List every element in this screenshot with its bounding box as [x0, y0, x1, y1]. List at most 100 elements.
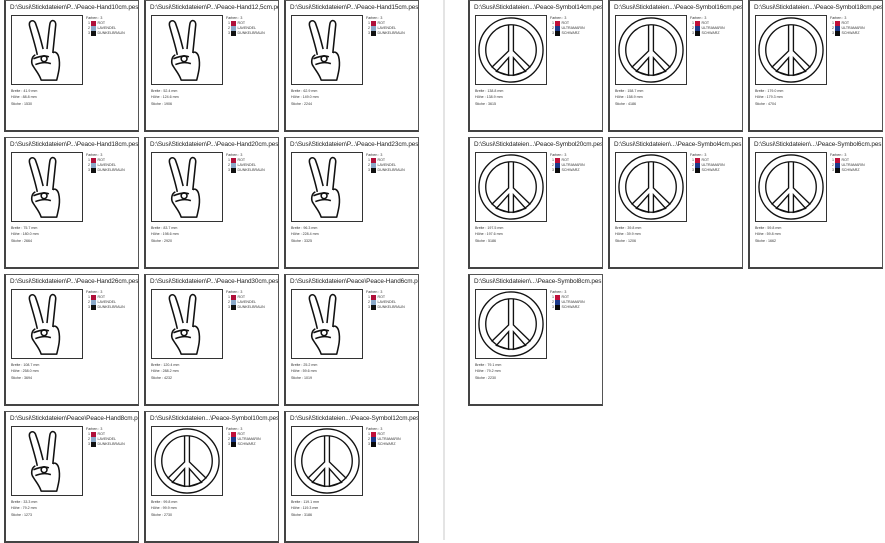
width-value: Breite : 62.9 mm: [291, 89, 318, 93]
color-swatch: [835, 168, 840, 173]
design-card[interactable]: D:\Susi\Stickdateien\P...\Peace-Hand18cm…: [4, 137, 139, 269]
color-swatch: [555, 26, 560, 31]
design-thumbnail: [11, 289, 83, 359]
color-count: Farben : 3: [366, 153, 383, 157]
design-file-path: D:\Susi\Stickdateien...\Peace-Symbol18cm…: [754, 4, 883, 11]
color-swatch: [371, 158, 376, 163]
design-file-path: D:\Susi\Stickdateien\P...\Peace-Hand12,5…: [150, 4, 279, 11]
design-card[interactable]: D:\Susi\Stickdateien...\Peace-Symbol12cm…: [284, 411, 419, 543]
design-card[interactable]: D:\Susi\Stickdateien\...\Peace-Symbol4cm…: [608, 137, 743, 269]
design-card[interactable]: D:\Susi\Stickdateien...\Peace-Symbol10cm…: [144, 411, 279, 543]
stitches-value: Stiche : 2230: [475, 375, 496, 380]
design-card[interactable]: D:\Susi\Stickdateien...\Peace-Symbol18cm…: [748, 0, 883, 132]
stitches-value: Stiche : 1662: [755, 238, 776, 243]
height-value: Höhe : 179.3 mm: [755, 95, 783, 100]
design-card[interactable]: D:\Susi\Stickdateien\P...\Peace-Hand10cm…: [4, 0, 139, 132]
design-info: Breite : 119.1 mm Höhe : 119.3 mm Stiche…: [291, 499, 319, 518]
color-swatch: [371, 26, 376, 31]
design-card[interactable]: D:\Susi\Stickdateien\Peace\Peace-Hand6cm…: [284, 274, 419, 406]
stitches-value: Stiche : 1206: [615, 238, 636, 243]
stitches-value: Stiche : 2664: [11, 238, 32, 243]
color-swatch: [91, 26, 96, 31]
stitches-value: Stiche : 3325: [291, 238, 312, 243]
design-info: Breite : 138.8 mm Höhe : 138.9 mm Stiche…: [475, 88, 503, 107]
design-file-path: D:\Susi\Stickdateien\Peace\Peace-Hand8cm…: [10, 415, 139, 422]
design-card[interactable]: D:\Susi\Stickdateien\...\Peace-Symbol6cm…: [748, 137, 883, 269]
design-info: Breite : 99.8 mm Höhe : 99.9 mm Stiche :…: [151, 499, 177, 518]
color-swatch: [555, 168, 560, 173]
design-card[interactable]: D:\Susi\Stickdateien\P...\Peace-Hand23cm…: [284, 137, 419, 269]
color-swatch: [91, 31, 96, 36]
color-swatch: [695, 158, 700, 163]
color-swatch: [371, 31, 376, 36]
design-info: Breite : 83.7 mm Höhe : 198.6 mm Stiche …: [151, 225, 179, 244]
design-thumbnail: [151, 152, 223, 222]
design-thumbnail: [755, 15, 827, 85]
design-file-path: D:\Susi\Stickdateien\P...\Peace-Hand26cm…: [10, 278, 139, 285]
design-thumbnail: [151, 289, 223, 359]
design-thumbnail: [11, 426, 83, 496]
design-card[interactable]: D:\Susi\Stickdateien...\Peace-Symbol16cm…: [608, 0, 743, 132]
height-value: Höhe : 138.9 mm: [475, 95, 503, 100]
design-thumbnail: [475, 152, 547, 222]
width-value: Breite : 79.1 mm: [475, 363, 502, 367]
design-card[interactable]: D:\Susi\Stickdateien\P...\Peace-Hand15cm…: [284, 0, 419, 132]
design-info: Breite : 52.4 mm Höhe : 124.6 mm Stiche …: [151, 88, 179, 107]
design-file-path: D:\Susi\Stickdateien\P...\Peace-Hand15cm…: [290, 4, 419, 11]
design-thumbnail: [291, 426, 363, 496]
color-swatch: [371, 305, 376, 310]
color-swatch: [695, 168, 700, 173]
design-thumbnail: [615, 15, 687, 85]
design-file-path: D:\Susi\Stickdateien...\Peace-Symbol20cm…: [474, 141, 603, 148]
color-count: Farben : 3: [226, 153, 243, 157]
design-file-path: D:\Susi\Stickdateien\P...\Peace-Hand18cm…: [10, 141, 139, 148]
design-thumbnail: [615, 152, 687, 222]
color-swatch: [555, 158, 560, 163]
design-card[interactable]: D:\Susi\Stickdateien\Peace\Peace-Hand8cm…: [4, 411, 139, 543]
design-card[interactable]: D:\Susi\Stickdateien\...\Peace-Symbol8cm…: [468, 274, 603, 406]
color-count: Farben : 3: [830, 16, 847, 20]
design-card[interactable]: D:\Susi\Stickdateien...\Peace-Symbol14cm…: [468, 0, 603, 132]
stitches-value: Stiche : 1906: [151, 101, 172, 106]
design-card[interactable]: D:\Susi\Stickdateien\P...\Peace-Hand12,5…: [144, 0, 279, 132]
color-count: Farben : 3: [366, 290, 383, 294]
design-card[interactable]: D:\Susi\Stickdateien\P...\Peace-Hand26cm…: [4, 274, 139, 406]
design-file-path: D:\Susi\Stickdateien\P...\Peace-Hand23cm…: [290, 141, 419, 148]
color-swatch: [231, 168, 236, 173]
peace-hand-icon: [308, 156, 341, 218]
width-value: Breite : 25.2 mm: [291, 363, 318, 367]
design-card[interactable]: D:\Susi\Stickdateien\P...\Peace-Hand20cm…: [144, 137, 279, 269]
color-swatch: [91, 437, 96, 442]
height-value: Höhe : 198.6 mm: [151, 232, 179, 237]
color-count: Farben : 3: [86, 290, 103, 294]
width-value: Breite : 41.9 mm: [11, 89, 38, 93]
design-thumbnail: [291, 15, 363, 85]
design-card[interactable]: D:\Susi\Stickdateien\P...\Peace-Hand30cm…: [144, 274, 279, 406]
peace-symbol-icon: [478, 291, 544, 357]
peace-symbol-icon: [618, 17, 684, 83]
color-swatch: [555, 295, 560, 300]
width-value: Breite : 120.4 mm: [151, 363, 180, 367]
design-card[interactable]: D:\Susi\Stickdateien...\Peace-Symbol20cm…: [468, 137, 603, 269]
color-swatch: [835, 26, 840, 31]
